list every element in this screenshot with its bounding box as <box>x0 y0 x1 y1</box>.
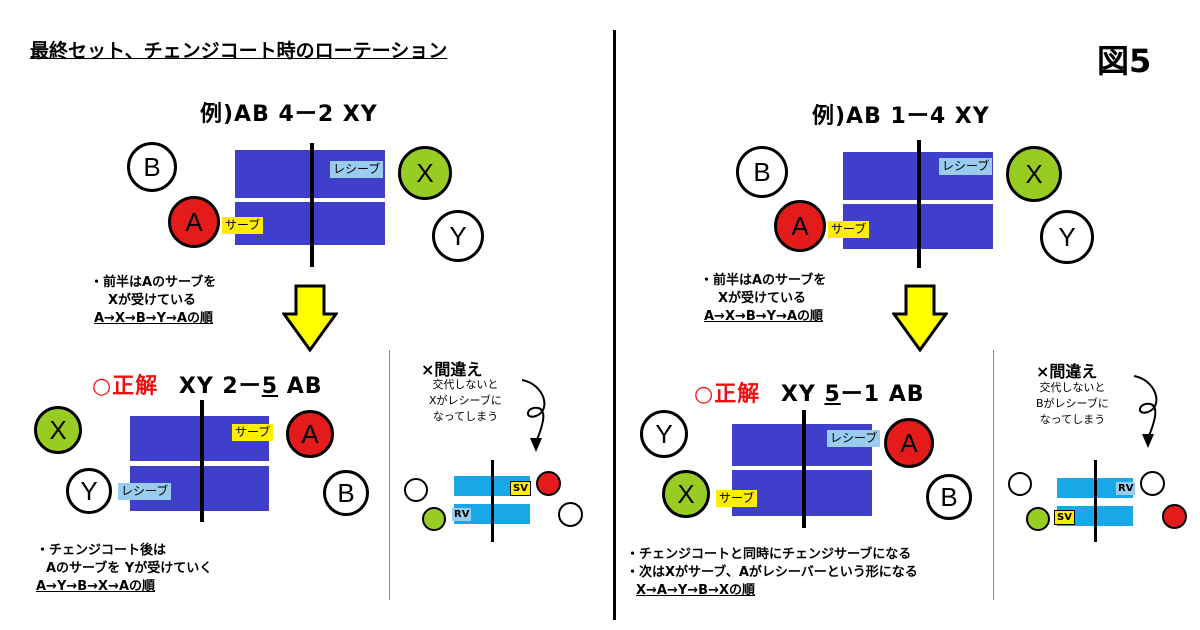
left-top-net <box>310 143 314 267</box>
right-down-arrow <box>892 284 948 353</box>
right-correct-score-prefix: XY <box>780 382 825 407</box>
right-top-receive-tag: レシーブ <box>939 158 993 175</box>
left-note-line-3: A→X→B→Y→Aの順 <box>94 311 214 326</box>
right-note-line-3: A→X→B→Y→Aの順 <box>704 309 824 324</box>
right-mini-player-1 <box>1008 472 1032 496</box>
left-wrong-line-3: なってしまう <box>432 410 499 423</box>
left-after-line-1: ・チェンジコート後は <box>36 543 167 558</box>
left-mini-player-4 <box>558 502 583 527</box>
right-correct-mark: ○正解 <box>694 382 761 407</box>
left-mini-rv-tag: RV <box>452 508 472 521</box>
left-top-player-y: Y <box>432 210 484 262</box>
right-mini-player-4 <box>1162 504 1187 529</box>
left-after-note: ・チェンジコート後は Aのサーブを Yが受けていく A→Y→B→X→Aの順 <box>36 542 212 596</box>
left-correct-mark: ○正解 <box>92 374 159 399</box>
left-bottom-net <box>200 400 204 522</box>
right-correct-score-under: 5 <box>824 382 841 407</box>
figure-label: 図5 <box>1097 42 1152 80</box>
left-note-line-2: Xが受けている <box>108 293 197 308</box>
left-top-serve-tag: サーブ <box>222 217 264 234</box>
left-correct-heading: ○正解 XY 2ー5 AB <box>92 368 323 400</box>
right-note-line-2: Xが受けている <box>718 291 807 306</box>
right-top-player-y: Y <box>1040 210 1094 264</box>
left-wrong-title: ×間違え <box>421 360 483 379</box>
right-top-net <box>917 140 921 268</box>
right-wrong-divider <box>993 350 994 600</box>
right-top-player-x: X <box>1006 146 1062 202</box>
right-wrong-line-3: なってしまう <box>1039 413 1106 426</box>
left-bottom-serve-tag: サーブ <box>232 424 274 441</box>
right-correct-heading: ○正解 XY 5ー1 AB <box>694 376 925 408</box>
left-note: ・前半はAのサーブを Xが受けている A→X→B→Y→Aの順 <box>90 274 216 328</box>
right-note-line-1: ・前半はAのサーブを <box>700 273 827 288</box>
right-mini-rv-tag: RV <box>1116 482 1136 495</box>
left-top-player-b: B <box>127 142 177 192</box>
left-bottom-player-x: X <box>34 406 82 454</box>
left-mini-player-3 <box>536 471 561 496</box>
right-top-player-a: A <box>774 200 826 252</box>
right-after-line-2: ・次はXがサーブ、Aがレシーバーという形になる <box>626 565 918 580</box>
right-wrong-line-1: 交代しないと <box>1039 381 1106 394</box>
left-bottom-receive-tag: レシーブ <box>118 483 172 500</box>
right-mini-player-3 <box>1140 471 1165 496</box>
left-mini-net <box>491 460 494 542</box>
left-mini-player-1 <box>404 478 428 502</box>
right-bottom-player-a: A <box>884 418 934 468</box>
left-top-player-a: A <box>168 196 220 248</box>
left-correct-score-suffix: AB <box>278 374 323 399</box>
right-top-serve-tag: サーブ <box>828 221 870 238</box>
right-mini-player-2 <box>1026 507 1050 531</box>
right-after-line-1: ・チェンジコートと同時にチェンジサーブになる <box>626 547 912 562</box>
left-top-receive-tag: レシーブ <box>330 161 384 178</box>
right-bottom-net <box>802 410 806 528</box>
right-wrong-note: 交代しないと Bがレシーブに なってしまう <box>1036 380 1109 428</box>
center-divider <box>613 30 616 620</box>
right-wrong-title: ×間違え <box>1036 362 1098 381</box>
left-note-line-1: ・前半はAのサーブを <box>90 275 217 290</box>
right-bottom-player-y: Y <box>640 410 688 458</box>
left-after-line-2: Aのサーブを Yが受けていく <box>46 561 213 576</box>
left-wrong-line-2: Xがレシーブに <box>429 394 502 407</box>
left-correct-score-under: 5 <box>261 374 279 399</box>
right-bottom-receive-tag: レシーブ <box>827 430 881 447</box>
right-wrong-line-2: Bがレシーブに <box>1036 397 1109 410</box>
left-example-score: 例)AB 4ー2 XY <box>200 102 378 127</box>
page-title: 最終セット、チェンジコート時のローテーション <box>30 40 448 62</box>
left-wrong-note: 交代しないと Xがレシーブに なってしまう <box>429 377 502 425</box>
right-bottom-player-x: X <box>662 470 710 518</box>
left-curl-arrow <box>521 379 546 452</box>
right-mini-net <box>1094 460 1097 542</box>
right-after-line-3: X→A→Y→B→Xの順 <box>636 583 755 598</box>
left-after-line-3: A→Y→B→X→Aの順 <box>36 579 156 594</box>
left-bottom-player-b: B <box>323 470 369 516</box>
right-after-note: ・チェンジコートと同時にチェンジサーブになる ・次はXがサーブ、Aがレシーバーと… <box>626 546 918 600</box>
right-example-score: 例)AB 1ー4 XY <box>812 104 990 129</box>
left-bottom-player-a: A <box>286 410 334 458</box>
right-note: ・前半はAのサーブを Xが受けている A→X→B→Y→Aの順 <box>700 272 826 326</box>
left-down-arrow <box>282 284 338 353</box>
left-wrong-divider <box>389 350 390 600</box>
left-bottom-player-y: Y <box>66 468 112 514</box>
right-curl-arrow <box>1133 375 1158 448</box>
right-bottom-player-b: B <box>926 474 972 520</box>
left-mini-sv-tag: SV <box>510 481 531 496</box>
left-top-player-x: X <box>398 146 452 200</box>
left-wrong-line-1: 交代しないと <box>432 378 499 391</box>
right-top-player-b: B <box>736 146 788 198</box>
right-correct-score-suffix: ー1 AB <box>840 382 925 407</box>
left-mini-player-2 <box>422 507 446 531</box>
right-bottom-serve-tag: サーブ <box>716 490 758 507</box>
left-correct-score-prefix: XY 2ー <box>178 374 262 399</box>
right-mini-sv-tag: SV <box>1054 510 1075 525</box>
